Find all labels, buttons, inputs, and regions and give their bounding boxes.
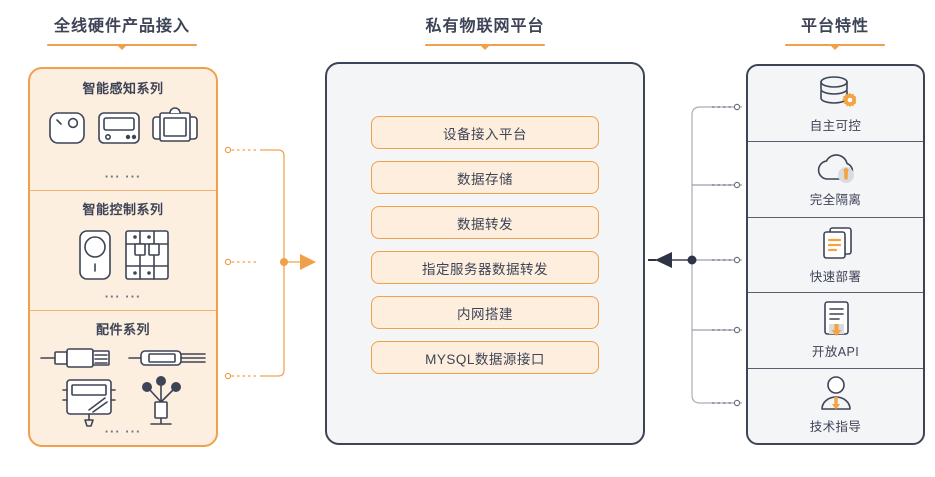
section-icon-row <box>47 107 199 147</box>
section-more-dots: ··· ··· <box>104 424 142 439</box>
heading-middle-text: 私有物联网平台 <box>425 18 545 35</box>
document-download-icon <box>823 301 849 336</box>
feature-label: 快速部署 <box>809 269 862 284</box>
wire-node <box>733 103 741 111</box>
display-terminal-icon <box>98 112 140 144</box>
wire-junction <box>280 258 288 266</box>
feature-row-isolation[interactable]: 完全隔离 <box>748 141 923 216</box>
heading-left-text: 全线硬件产品接入 <box>53 18 190 35</box>
platform-item[interactable]: 设备接入平台 <box>371 116 599 149</box>
wire-junction <box>687 255 697 265</box>
section-title: 智能控制系列 <box>82 201 164 217</box>
wire-node <box>733 399 741 407</box>
wire-node <box>224 258 232 266</box>
feature-row-support[interactable]: 技术指导 <box>748 367 923 443</box>
user-support-icon <box>820 376 851 411</box>
platform-panel: 设备接入平台 数据存储 数据转发 指定服务器数据转发 内网搭建 MYSQL数据源… <box>325 62 645 445</box>
features-panel: 自主可控 完全隔离 快速部署 <box>746 64 925 445</box>
probe-connector-icon <box>40 348 110 368</box>
platform-item[interactable]: 指定服务器数据转发 <box>371 251 599 284</box>
breaker-module-icon <box>125 229 169 280</box>
heading-right-underline <box>785 44 885 46</box>
wire-node <box>224 372 232 380</box>
wire-node <box>733 326 741 334</box>
wire-node <box>733 256 741 264</box>
hardware-panel: 智能感知系列 <box>28 67 218 447</box>
camera-module-icon <box>152 107 198 142</box>
section-title: 配件系列 <box>95 322 150 337</box>
hardware-section-control: 智能控制系列 <box>30 189 216 311</box>
feature-row-autonomous[interactable]: 自主可控 <box>748 66 923 141</box>
heading-right: 平台特性 <box>745 16 925 46</box>
feature-label: 技术指导 <box>809 420 862 435</box>
documents-stack-icon <box>822 226 852 259</box>
platform-item[interactable]: 内网搭建 <box>371 296 599 329</box>
section-icon-row <box>76 228 170 282</box>
junction-box-icon <box>62 379 116 427</box>
heading-left-underline <box>47 44 197 46</box>
heading-middle: 私有物联网平台 <box>360 16 610 46</box>
cable-sensor-icon <box>128 350 206 366</box>
section-more-dots: ··· ··· <box>104 168 142 184</box>
section-title: 智能感知系列 <box>82 81 164 96</box>
platform-item[interactable]: MYSQL数据源接口 <box>371 341 599 374</box>
smart-switch-panel-icon <box>79 229 111 280</box>
arrow-to-platform-right <box>655 252 672 268</box>
cloud-lock-icon <box>817 154 854 184</box>
heading-middle-underline <box>425 44 545 46</box>
wire-node <box>733 181 741 189</box>
platform-item[interactable]: 数据存储 <box>371 161 599 194</box>
section-more-dots: ··· ··· <box>104 289 142 304</box>
feature-row-deploy[interactable]: 快速部署 <box>748 216 923 292</box>
feature-row-open-api[interactable]: 开放API <box>748 292 923 367</box>
database-gear-icon <box>819 75 856 107</box>
smart-sensor-square-icon <box>49 112 85 144</box>
feature-label: 开放API <box>811 344 860 359</box>
heading-left: 全线硬件产品接入 <box>22 16 222 46</box>
section-icon-row <box>35 346 211 428</box>
feature-label: 完全隔离 <box>809 193 862 208</box>
feature-label: 自主可控 <box>809 118 862 133</box>
platform-item[interactable]: 数据转发 <box>371 206 599 239</box>
hardware-section-accessory: 配件系列 <box>30 310 216 445</box>
heading-right-text: 平台特性 <box>800 18 869 35</box>
arrow-to-platform <box>300 254 316 270</box>
hardware-section-sensing: 智能感知系列 <box>30 69 216 190</box>
wire-node <box>224 146 232 154</box>
anemometer-icon <box>142 376 181 425</box>
